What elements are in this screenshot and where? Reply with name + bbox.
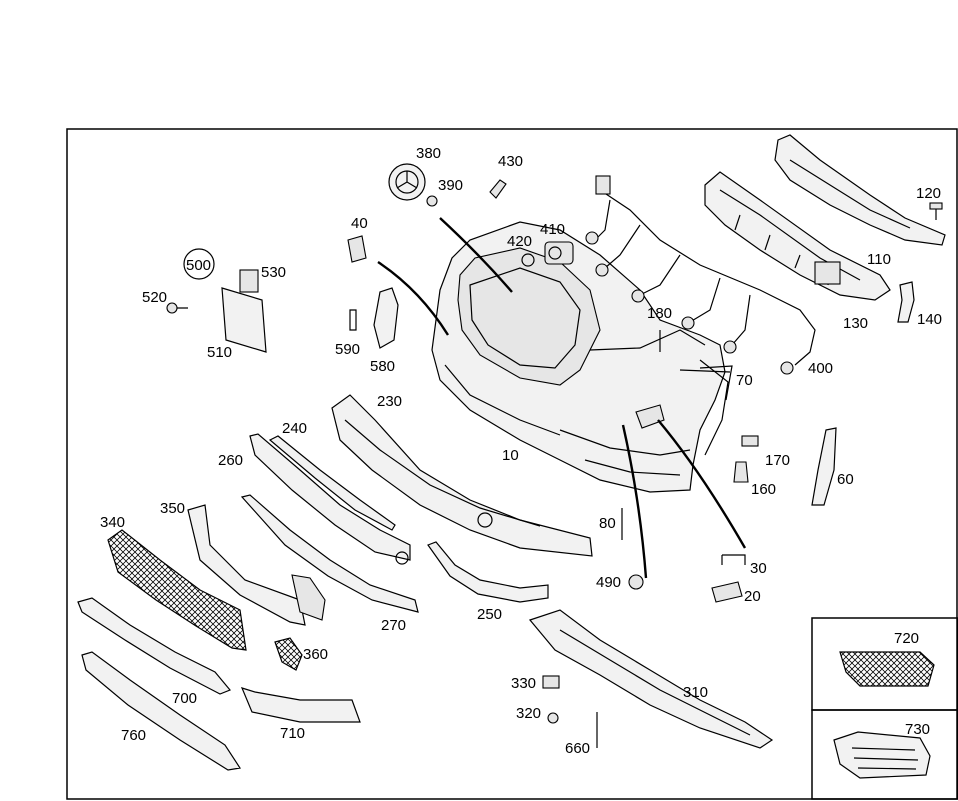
bracket-30 [721,554,746,565]
label-130: 130 [843,315,868,332]
label-240: 240 [282,420,307,437]
label-260: 260 [218,452,243,469]
label-410: 410 [540,221,565,238]
frame-insert-730 [833,731,931,779]
spoiler-230 [331,394,593,557]
leader-arrow [657,419,747,549]
label-730: 730 [905,721,930,738]
label-70: 70 [736,372,753,389]
label-430: 430 [498,153,523,170]
label-580: 580 [370,358,395,375]
label-250: 250 [477,606,502,623]
bracket-430 [489,179,507,199]
cap-20 [711,581,743,603]
underbody-panel-310 [528,609,774,749]
label-80: 80 [599,515,616,532]
molding-260 [249,433,411,561]
label-530: 530 [261,264,286,281]
trim-strip-240 [268,435,396,531]
grille-insert-720 [839,651,935,687]
label-700: 700 [172,690,197,707]
inset-frame-730 [811,709,958,800]
label-140: 140 [917,311,942,328]
label-40: 40 [351,215,368,232]
bumper-cover [431,221,729,493]
label-20: 20 [744,588,761,605]
molding-strip-right [699,365,733,401]
label-320: 320 [516,705,541,722]
label-490: 490 [596,574,621,591]
leader-arrow [377,261,450,336]
label-590: 590 [335,341,360,358]
impact-absorber-strip [774,134,946,246]
ring-420 [521,253,535,267]
label-120: 120 [916,185,941,202]
part-160 [733,461,749,483]
trim-710 [240,687,361,723]
bracket-580 [373,287,399,349]
label-270: 270 [381,617,406,634]
bracket-140 [897,281,915,323]
label-230: 230 [377,393,402,410]
splitter-760 [81,651,242,771]
label-710: 710 [280,725,305,742]
grille-360 [274,637,303,671]
strip-270 [240,494,419,613]
star-emblem [388,163,426,201]
label-110: 110 [867,251,891,268]
label-10: 10 [502,447,519,464]
clip-120 [929,202,943,220]
label-760: 760 [121,727,146,744]
bumper-carrier [704,171,891,301]
clip-330 [542,675,560,689]
wiring-harness [585,175,816,375]
screw-320 [547,712,559,724]
label-160: 160 [751,481,776,498]
sensor-490 [628,574,644,590]
grille-340 [107,529,247,651]
sensor-410 [544,241,574,265]
label-500: 500 [186,257,211,274]
label-310: 310 [683,684,708,701]
bracket-590 [349,309,357,331]
lip-700 [77,597,231,695]
label-360: 360 [303,646,328,663]
license-plate-holder [166,248,267,353]
label-180: 180 [647,305,672,322]
chrome-strip-250 [427,541,549,603]
label-420: 420 [507,233,532,250]
label-660: 660 [565,740,590,757]
label-520: 520 [142,289,167,306]
molding-strip [679,369,731,373]
label-340: 340 [100,514,125,531]
label-60: 60 [837,471,854,488]
clip-390 [426,195,438,207]
label-380: 380 [416,145,441,162]
cover-40 [347,235,367,263]
label-330: 330 [511,675,536,692]
label-510: 510 [207,344,232,361]
label-720: 720 [894,630,919,647]
label-170: 170 [765,452,790,469]
label-30: 30 [750,560,767,577]
bracket-60 [811,427,837,506]
diagram-frame [66,128,958,800]
leader-arrow [621,424,648,579]
label-390: 390 [438,177,463,194]
leader-arrow [439,217,513,293]
label-350: 350 [160,500,185,517]
part-170 [741,435,759,447]
label-400: 400 [808,360,833,377]
